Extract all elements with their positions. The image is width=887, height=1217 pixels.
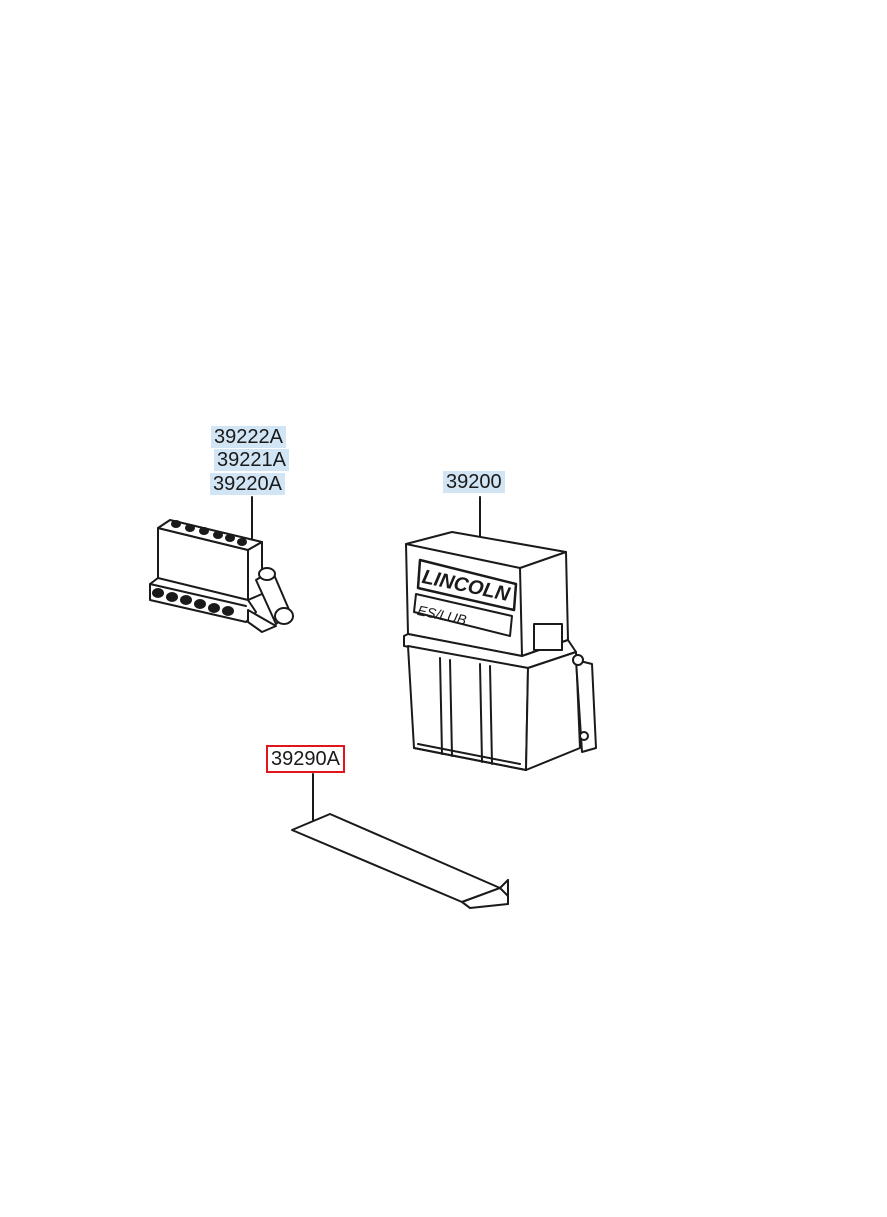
part-label-39200[interactable]: 39200 [443,471,505,493]
part-label-39221a[interactable]: 39221A [214,449,289,471]
distributor-block[interactable] [149,519,294,633]
lubrication-pump[interactable] [403,531,597,771]
mounting-bracket[interactable] [291,813,509,909]
part-label-39290a[interactable]: 39290A [266,745,345,773]
part-label-39222a[interactable]: 39222A [211,426,286,448]
part-label-39220a[interactable]: 39220A [210,473,285,495]
